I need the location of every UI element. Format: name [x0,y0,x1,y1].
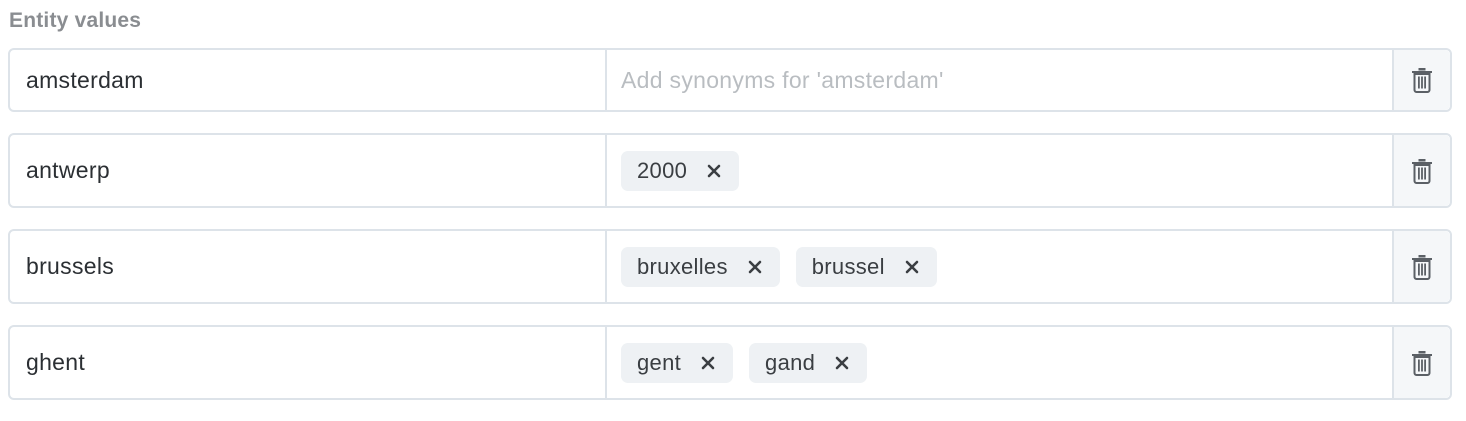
entity-row: amsterdam [8,48,1452,112]
delete-entity-button[interactable] [1392,327,1450,398]
trash-icon [1412,254,1432,280]
entity-row: antwerp 2000 [8,133,1452,208]
synonym-tag-label: bruxelles [637,253,728,279]
section-label: Entity values [9,9,142,32]
remove-synonym-button[interactable] [903,258,921,276]
synonym-tag-label: gand [765,349,816,375]
remove-synonym-button[interactable] [746,258,764,276]
entity-value[interactable]: antwerp [10,135,607,206]
close-icon [707,164,721,177]
trash-icon [1412,158,1432,184]
synonym-tag: brussel [795,246,937,287]
close-icon [748,260,762,273]
synonym-tag: bruxelles [621,246,780,287]
delete-entity-button[interactable] [1392,50,1450,110]
synonym-tag: gand [749,342,868,383]
entity-row: ghent gent gand [8,325,1452,400]
synonym-input[interactable] [621,66,1392,94]
synonym-tag-label: brussel [811,253,885,279]
delete-entity-button[interactable] [1392,231,1450,302]
delete-entity-button[interactable] [1392,135,1450,206]
trash-icon [1412,68,1432,93]
synonyms-field[interactable]: gent gand [607,327,1392,398]
entity-row: brussels bruxelles brussel [8,229,1452,304]
entity-values-list: amsterdam antwerp 2000 [8,48,1452,421]
close-icon [835,356,849,369]
synonym-tag-label: 2000 [637,157,688,183]
entity-value[interactable]: brussels [10,231,607,302]
entity-value[interactable]: ghent [10,327,607,398]
trash-icon [1412,350,1432,376]
synonyms-field[interactable]: bruxelles brussel [607,231,1392,302]
synonyms-field[interactable] [607,50,1392,110]
remove-synonym-button[interactable] [705,162,723,180]
synonym-tag: 2000 [621,150,740,191]
remove-synonym-button[interactable] [699,354,717,372]
entity-value[interactable]: amsterdam [10,50,607,110]
close-icon [701,356,715,369]
remove-synonym-button[interactable] [833,354,851,372]
synonym-tag-label: gent [637,349,682,375]
close-icon [905,260,919,273]
synonym-tag: gent [621,342,734,383]
synonyms-field[interactable]: 2000 [607,135,1392,206]
